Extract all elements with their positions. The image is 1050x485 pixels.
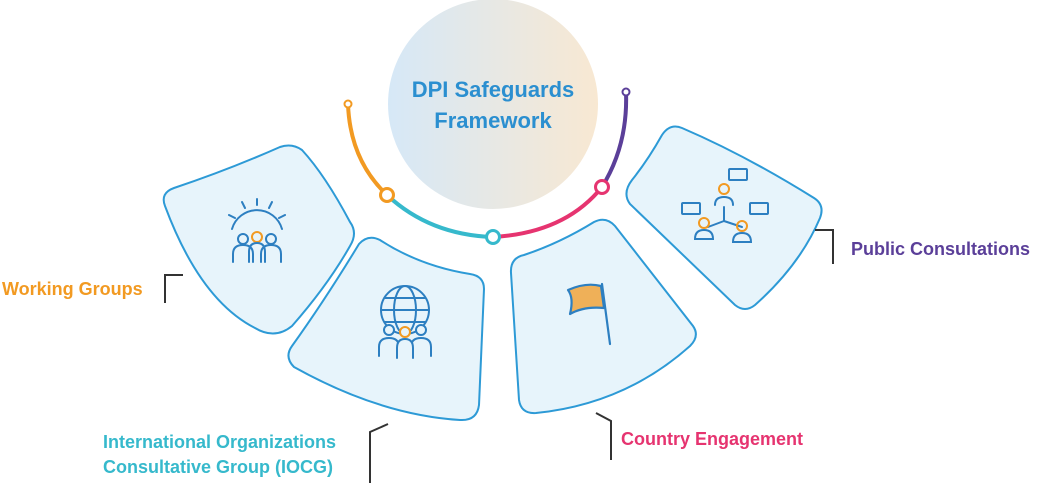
network-chat-icon [681,168,769,243]
gear-group-icon [228,198,286,263]
panel-country-engagement[interactable] [509,218,697,415]
arc-node-pink [594,179,610,195]
label-iocg-line2: Consultative Group (IOCG) [103,457,334,477]
center-circle [388,0,598,209]
leader-working-groups [164,274,183,303]
flag-icon [566,282,612,346]
leader-public-consultations [815,229,834,264]
center-title-line1: DPI Safeguards [411,77,575,102]
arc-purple [600,90,629,189]
arc-node-orange [379,187,395,203]
panel-working-groups[interactable] [162,144,355,335]
label-country-engagement: Country Engagement [621,429,804,449]
center-title-line2: Framework [434,108,552,133]
label-public-consultations: Public Consultations [851,239,1031,259]
arc-teal [385,193,494,239]
arc-node-teal [485,229,501,245]
arc-pink [492,185,604,239]
label-working-groups: Working Groups [2,279,143,299]
leader-iocg [369,423,389,483]
leader-country-engagement [595,412,612,460]
arc-dot-end-left [343,99,353,109]
arc-dot-end-right [621,87,631,97]
center-title: DPI Safeguards Framework [385,74,601,136]
label-iocg-line1: International Organizations [103,432,337,452]
label-iocg: International Organizations Consultative… [103,430,336,480]
arc-orange [346,102,389,197]
globe-people-icon [378,285,432,359]
